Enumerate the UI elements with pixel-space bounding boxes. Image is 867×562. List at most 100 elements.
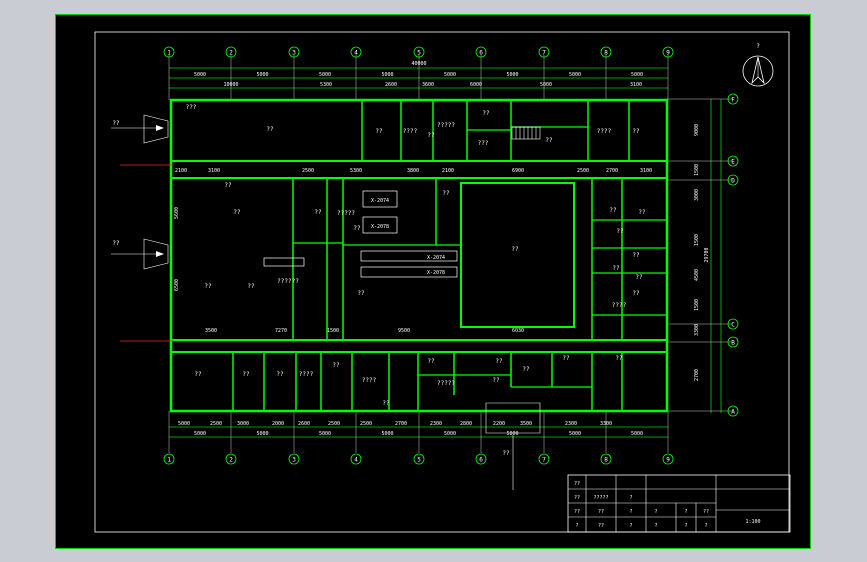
room-label: ?????? (277, 278, 299, 285)
title-block-cell: ????? (593, 495, 608, 501)
title-block-cell: ? (684, 509, 687, 515)
dimension-text: 5000 (319, 431, 331, 437)
dimension-text: 5000 (319, 72, 331, 78)
room-label: ?? (353, 225, 361, 232)
axis-label-top: 7 (542, 50, 546, 57)
dimension-text: 2000 (272, 421, 284, 427)
dimension-text: 5000 (506, 431, 518, 437)
dimension-text: 5000 (256, 72, 268, 78)
axis-label-right: D (731, 178, 735, 185)
axis-bubble (727, 93, 739, 105)
title-block-cell: ? (684, 523, 687, 529)
dimension-text: 3500 (520, 421, 532, 427)
dimension-text: 2500 (360, 421, 372, 427)
dimension-text: 5000 (381, 72, 393, 78)
scale-text: 1:100 (745, 519, 760, 525)
room-label: ????? (437, 122, 455, 129)
dimension-text: 3300 (694, 324, 700, 336)
dimension-text: 3600 (422, 82, 434, 88)
axis-label-right: E (731, 159, 735, 166)
dimension-text: 5000 (381, 431, 393, 437)
room-label: ?? (615, 355, 623, 362)
title-block-cell: ? (629, 523, 632, 529)
room-label: ?? (242, 371, 250, 378)
dimension-text: 5000 (194, 431, 206, 437)
axis-label-top: 6 (479, 50, 483, 57)
title-block-cell: ? (629, 509, 632, 515)
room-label: ?? (632, 128, 640, 135)
dimension-text: 5300 (350, 168, 362, 174)
room-label: ?? (332, 362, 340, 369)
axis-label-bottom: 5 (417, 457, 421, 464)
axis-bubble (350, 453, 362, 465)
dimension-text: 2500 (302, 168, 314, 174)
dimension-text: 5000 (194, 72, 206, 78)
dimension-text: 6900 (512, 168, 524, 174)
room-label: ?? (632, 290, 640, 297)
axis-bubble (163, 46, 175, 58)
axis-label-bottom: 6 (479, 457, 483, 464)
axis-bubble (413, 453, 425, 465)
dimension-text: 5000 (569, 431, 581, 437)
dimension-text: 2800 (460, 421, 472, 427)
dimension-text: 9500 (398, 328, 410, 334)
room-label: ????? (337, 210, 355, 217)
room-label: ?? (616, 228, 624, 235)
axis-label-bottom: 1 (167, 457, 171, 464)
dimension-text: 29700 (704, 247, 710, 262)
dimension-text: 3000 (694, 189, 700, 201)
dimension-text: 2100 (175, 168, 187, 174)
axis-label-top: 2 (229, 50, 233, 57)
title-block-cell: ?? (574, 509, 580, 515)
dimension-text: 6500 (174, 279, 180, 291)
dimension-text: 5300 (320, 82, 332, 88)
dimension-text: 4500 (694, 269, 700, 281)
title-block-cell: ?? (598, 523, 604, 529)
dimension-text: 5000 (178, 421, 190, 427)
axis-label-top: 1 (167, 50, 171, 57)
room-label: ?? (224, 182, 232, 189)
dimension-text: 2300 (430, 421, 442, 427)
dimension-text: 2500 (577, 168, 589, 174)
equipment (263, 190, 458, 278)
dimension-text: 9000 (694, 124, 700, 136)
axis-bubble (727, 405, 739, 417)
dimension-text: 6000 (470, 82, 482, 88)
equipment-label: X-2078 (427, 270, 445, 276)
room-label: ???? (299, 371, 314, 378)
room-label: ?? (635, 274, 643, 281)
room-label: ???? (403, 128, 418, 135)
room-label: ?? (375, 128, 383, 135)
axis-bubble (727, 174, 739, 186)
axis-bubble (475, 46, 487, 58)
axis-bubble (538, 46, 550, 58)
dimension-text: 6030 (512, 328, 524, 334)
axis-label-bottom: 8 (604, 457, 608, 464)
room-label: ?? (266, 126, 274, 133)
room-label: ?? (562, 355, 570, 362)
dimension-text: 3100 (208, 168, 220, 174)
title-block (567, 474, 791, 533)
room-label: ?? (247, 283, 255, 290)
axis-bubble (727, 318, 739, 330)
room-label: ?? (314, 209, 322, 216)
room-label: ?? (427, 358, 435, 365)
axis-label-right: C (731, 322, 735, 329)
room-label: ?? (495, 358, 503, 365)
room-label: ???? (612, 302, 627, 309)
axis-label-right: B (731, 340, 735, 347)
room-label: ?? (427, 132, 435, 139)
room-label: ????? (437, 380, 455, 387)
dimension-text: 5600 (174, 207, 180, 219)
title-block-cell: ? (704, 523, 707, 529)
inner-frame (94, 31, 790, 533)
entrance-arrows (111, 114, 541, 490)
axis-grid (168, 55, 732, 453)
room-label: ?? (522, 366, 530, 373)
axis-bubble (225, 453, 237, 465)
axis-bubble (225, 46, 237, 58)
dimension-text: 5000 (506, 72, 518, 78)
